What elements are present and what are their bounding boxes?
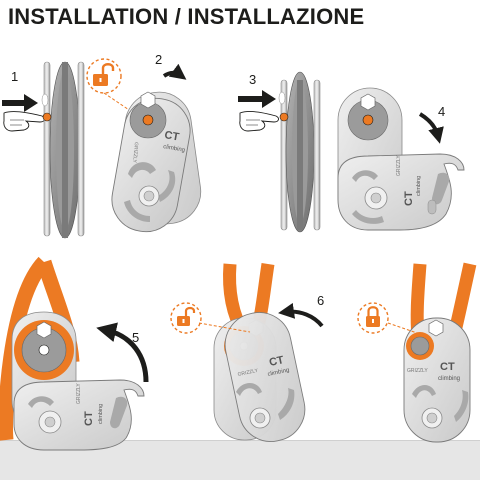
ground-line — [0, 440, 480, 441]
pointing-hand-icon — [239, 111, 279, 132]
step-number-3: 3 — [249, 72, 257, 87]
model-label: GRIZZLY — [237, 368, 259, 378]
brand-name: climbing — [163, 144, 186, 154]
brand-logo: CT — [268, 354, 285, 369]
brand-name: climbing — [267, 368, 290, 378]
push-arrow-icon — [238, 90, 276, 108]
page-title: INSTALLATION / INSTALLAZIONE — [8, 4, 365, 29]
step3-side-view — [238, 71, 321, 233]
step2-opening-device: CT climbing GRIZZLY — [86, 58, 202, 233]
locked-padlock-icon — [366, 306, 380, 327]
brand-logo: CT — [163, 129, 180, 143]
brand-logo: CT — [440, 361, 455, 373]
step-number-4: 4 — [438, 104, 446, 119]
step-number-1: 1 — [11, 69, 19, 84]
step-number-2: 2 — [155, 52, 163, 67]
rotation-arrow-icon — [278, 302, 324, 328]
step7-device-locked: CT climbing GRIZZLY — [357, 262, 477, 443]
side-plate-right — [77, 61, 85, 237]
unlock-badge — [86, 58, 122, 94]
rotation-arrow-icon — [418, 112, 444, 144]
brand-logo: CT — [83, 411, 95, 426]
unlock-badge — [170, 302, 202, 334]
step-number-6: 6 — [317, 293, 325, 308]
rope — [0, 256, 50, 441]
rotation-arrow-icon — [96, 322, 149, 383]
step5-rope-over-sheave: CT climbing GRIZZLY — [0, 256, 149, 451]
pointing-hand-icon — [3, 111, 45, 132]
model-label: GRIZZLY — [396, 155, 402, 176]
side-plate-left — [43, 61, 51, 237]
brand-logo: CT — [403, 191, 415, 206]
step4-device-opened: CT climbing GRIZZLY — [337, 87, 465, 231]
brand-name: climbing — [416, 176, 422, 196]
step1-side-view — [2, 61, 85, 239]
step-number-5: 5 — [132, 330, 140, 345]
lock-button — [42, 112, 52, 122]
step6-closing-device: CT climbing GRIZZLY — [170, 263, 324, 442]
unlocked-padlock-icon — [177, 306, 196, 326]
rotation-arrow-icon — [162, 63, 187, 80]
brand-name: climbing — [98, 404, 104, 424]
model-label: GRIZZLY — [131, 142, 139, 164]
push-arrow-icon — [2, 94, 38, 112]
model-label: GRIZZLY — [407, 368, 428, 374]
lock-badge — [357, 302, 389, 334]
brand-name: climbing — [438, 376, 460, 382]
unlocked-padlock-icon — [93, 63, 115, 86]
model-label: GRIZZLY — [76, 383, 82, 404]
